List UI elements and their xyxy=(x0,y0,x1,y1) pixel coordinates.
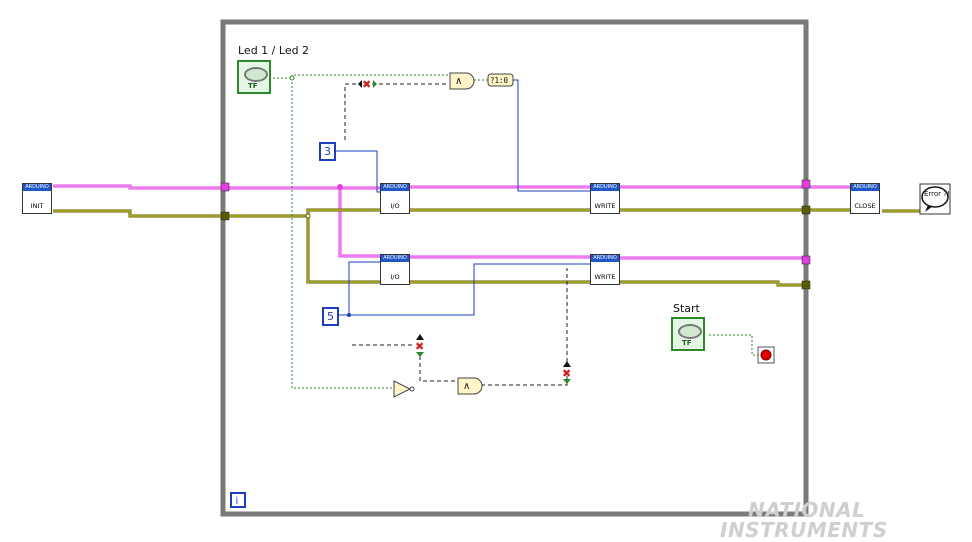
vi-text: CLOSE xyxy=(854,202,876,210)
loop-tunnels[interactable] xyxy=(220,179,811,290)
error-wires[interactable] xyxy=(53,208,920,287)
vi-text: WRITE xyxy=(594,273,616,281)
arduino-io-vi-1[interactable]: ARDUINO I/O xyxy=(380,183,410,214)
arduino-write-vi-1[interactable]: ARDUINO WRITE xyxy=(590,183,620,214)
refnum-wires[interactable] xyxy=(53,184,850,260)
close-icon: ✖ xyxy=(415,340,424,353)
close-icon: ✖ xyxy=(562,367,571,380)
type-badge: TF xyxy=(682,339,692,347)
vi-text: I/O xyxy=(390,202,400,210)
close-icon: ✖ xyxy=(362,78,371,91)
led-switch-control[interactable]: TF xyxy=(237,60,271,94)
start-switch-control[interactable]: TF xyxy=(671,317,705,351)
vi-header: ARDUINO xyxy=(23,184,51,191)
watermark-line1: NATIONAL xyxy=(748,498,866,522)
not-gate[interactable] xyxy=(393,380,415,398)
boolean-toggle-icon xyxy=(244,67,268,82)
vi-header: ARDUINO xyxy=(381,255,409,262)
and-gate-bottom[interactable] xyxy=(457,377,483,395)
arduino-io-vi-2[interactable]: ARDUINO I/O xyxy=(380,254,410,285)
error-handler[interactable] xyxy=(919,183,951,215)
stop-terminal[interactable] xyxy=(757,346,775,364)
arduino-init-vi[interactable]: ARDUINO INIT xyxy=(22,183,52,214)
start-switch-label: Start xyxy=(673,302,700,315)
vi-header: ARDUINO xyxy=(851,184,879,191)
iteration-terminal[interactable] xyxy=(230,492,246,508)
led-switch-label: Led 1 / Led 2 xyxy=(238,44,310,57)
vi-text: WRITE xyxy=(594,202,616,210)
bool-to-number-label: ?1:0 xyxy=(490,76,509,85)
watermark-line2: INSTRUMENTS xyxy=(720,518,888,542)
numeric-wires[interactable] xyxy=(334,79,592,316)
iteration-terminal-label: i xyxy=(236,496,239,507)
vi-text: INIT xyxy=(30,202,44,210)
vi-header: ARDUINO xyxy=(591,255,619,262)
arduino-write-vi-2[interactable]: ARDUINO WRITE xyxy=(590,254,620,285)
vi-header: ARDUINO xyxy=(381,184,409,191)
property-node-mid[interactable]: ✖ xyxy=(415,334,424,357)
error-handler-label: Error ?! xyxy=(924,190,950,198)
dashed-wires[interactable] xyxy=(344,83,568,386)
pin-constant-a[interactable]: 3 xyxy=(319,142,336,161)
pin-constant-b[interactable]: 5 xyxy=(322,307,339,326)
property-node-top[interactable]: ✖ xyxy=(358,78,377,91)
and-gate-bottom-symbol: ∧ xyxy=(463,381,470,392)
arduino-close-vi[interactable]: ARDUINO CLOSE xyxy=(850,183,880,214)
vi-text: I/O xyxy=(390,273,400,281)
and-gate-top[interactable] xyxy=(449,72,475,90)
while-loop-frame[interactable] xyxy=(220,19,809,517)
property-node-right[interactable]: ✖ xyxy=(562,361,571,384)
boolean-toggle-icon xyxy=(678,324,702,339)
and-gate-top-symbol: ∧ xyxy=(455,76,462,87)
vi-header: ARDUINO xyxy=(591,184,619,191)
bool-to-number[interactable] xyxy=(487,73,514,87)
type-badge: TF xyxy=(248,82,258,90)
